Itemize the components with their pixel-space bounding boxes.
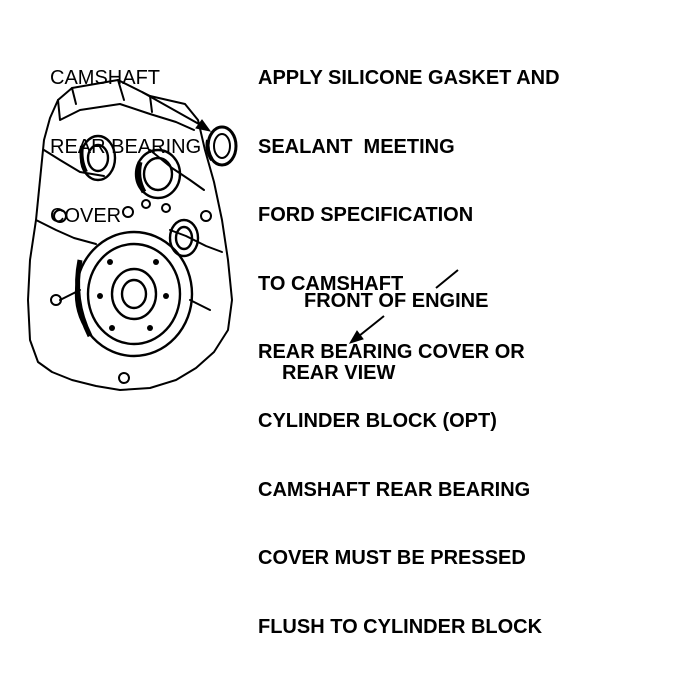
instruction-line: CYLINDER BLOCK (OPT) xyxy=(258,409,497,432)
part-label-line: REAR BEARING xyxy=(50,136,202,158)
lifter-bore-right xyxy=(168,218,200,258)
instruction-line: COVER MUST BE PRESSED xyxy=(258,547,526,570)
part-label-line: COVER xyxy=(50,205,122,227)
engine-block-drawing xyxy=(27,79,459,391)
instruction-line: FLUSH TO CYLINDER BLOCK xyxy=(258,615,543,638)
front-of-engine-arrow xyxy=(348,269,459,344)
instruction-line: TO CAMSHAFT xyxy=(258,272,404,295)
instruction-line: REAR BEARING COVER OR xyxy=(258,341,525,364)
instruction-line: CAMSHAFT REAR BEARING xyxy=(258,478,531,501)
instruction-line: FORD SPECIFICATION xyxy=(258,204,474,227)
camshaft-rear-bearing-cover xyxy=(205,125,238,167)
camshaft-bearing-bore xyxy=(134,148,182,200)
block-deck-edge xyxy=(57,99,195,131)
camshaft-cover-label: CAMSHAFT REAR BEARING COVER xyxy=(50,21,201,274)
part-label-line: CAMSHAFT xyxy=(50,67,160,89)
front-of-engine-label: FRONT OF ENGINE xyxy=(304,290,489,312)
cylinder-block-outline xyxy=(27,79,233,391)
diagram-canvas: CAMSHAFT REAR BEARING COVER APPLY SILICO… xyxy=(27,21,560,638)
flange-bolts xyxy=(97,259,169,331)
instruction-line: SEALANT MEETING xyxy=(258,135,455,158)
instruction-line: APPLY SILICONE GASKET AND xyxy=(258,67,560,89)
rear-view-label: REAR VIEW xyxy=(282,362,396,384)
sealant-instructions: APPLY SILICONE GASKET AND SEALANT MEETIN… xyxy=(258,21,560,684)
cover-leader-arrow xyxy=(141,91,212,132)
